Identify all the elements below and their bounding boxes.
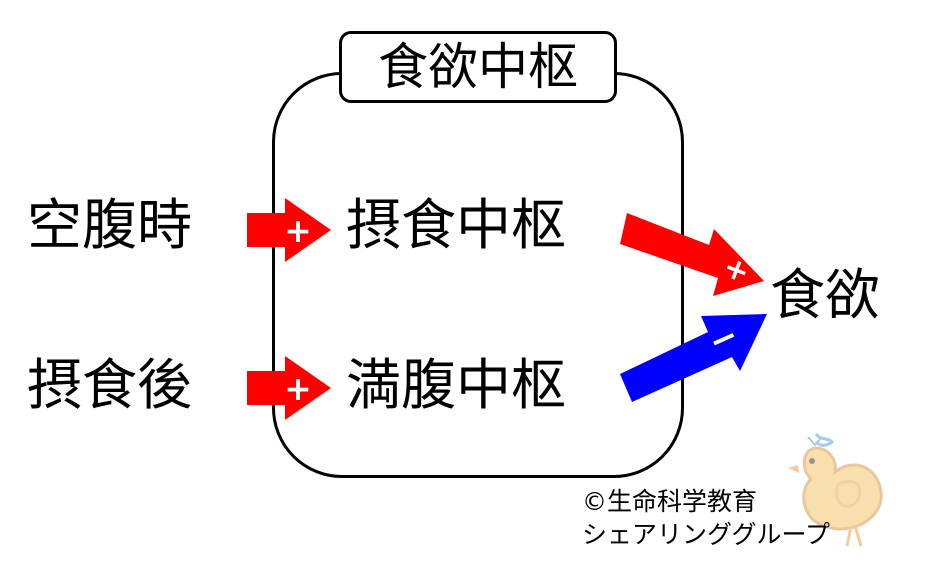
fasting-to-feeding-arrow: + xyxy=(247,198,331,262)
chick-icon xyxy=(788,433,883,547)
copyright-credit: ©生命科学教育 シェアリンググループ xyxy=(582,485,830,551)
fasting-state-label: 空腹時 xyxy=(27,193,193,257)
fasting-plus-sign: + xyxy=(284,211,312,250)
after-eating-label: 摂食後 xyxy=(27,353,193,417)
after-plus-sign: + xyxy=(284,369,312,408)
satiety-center-label: 満腹中枢 xyxy=(346,353,567,417)
center-title: 食欲中枢 xyxy=(339,31,617,103)
after-to-satiety-arrow: + xyxy=(247,356,331,420)
appetite-center-box xyxy=(272,72,684,478)
satiety-to-appetite-arrow: − xyxy=(620,314,767,402)
appetite-output-label: 食欲 xyxy=(770,263,881,327)
credit-line-2: シェアリンググループ xyxy=(582,520,831,549)
feeding-center-label: 摂食中枢 xyxy=(346,193,567,257)
credit-line-1: ©生命科学教育 xyxy=(582,487,758,516)
feeding-to-appetite-arrow: + xyxy=(620,213,764,296)
